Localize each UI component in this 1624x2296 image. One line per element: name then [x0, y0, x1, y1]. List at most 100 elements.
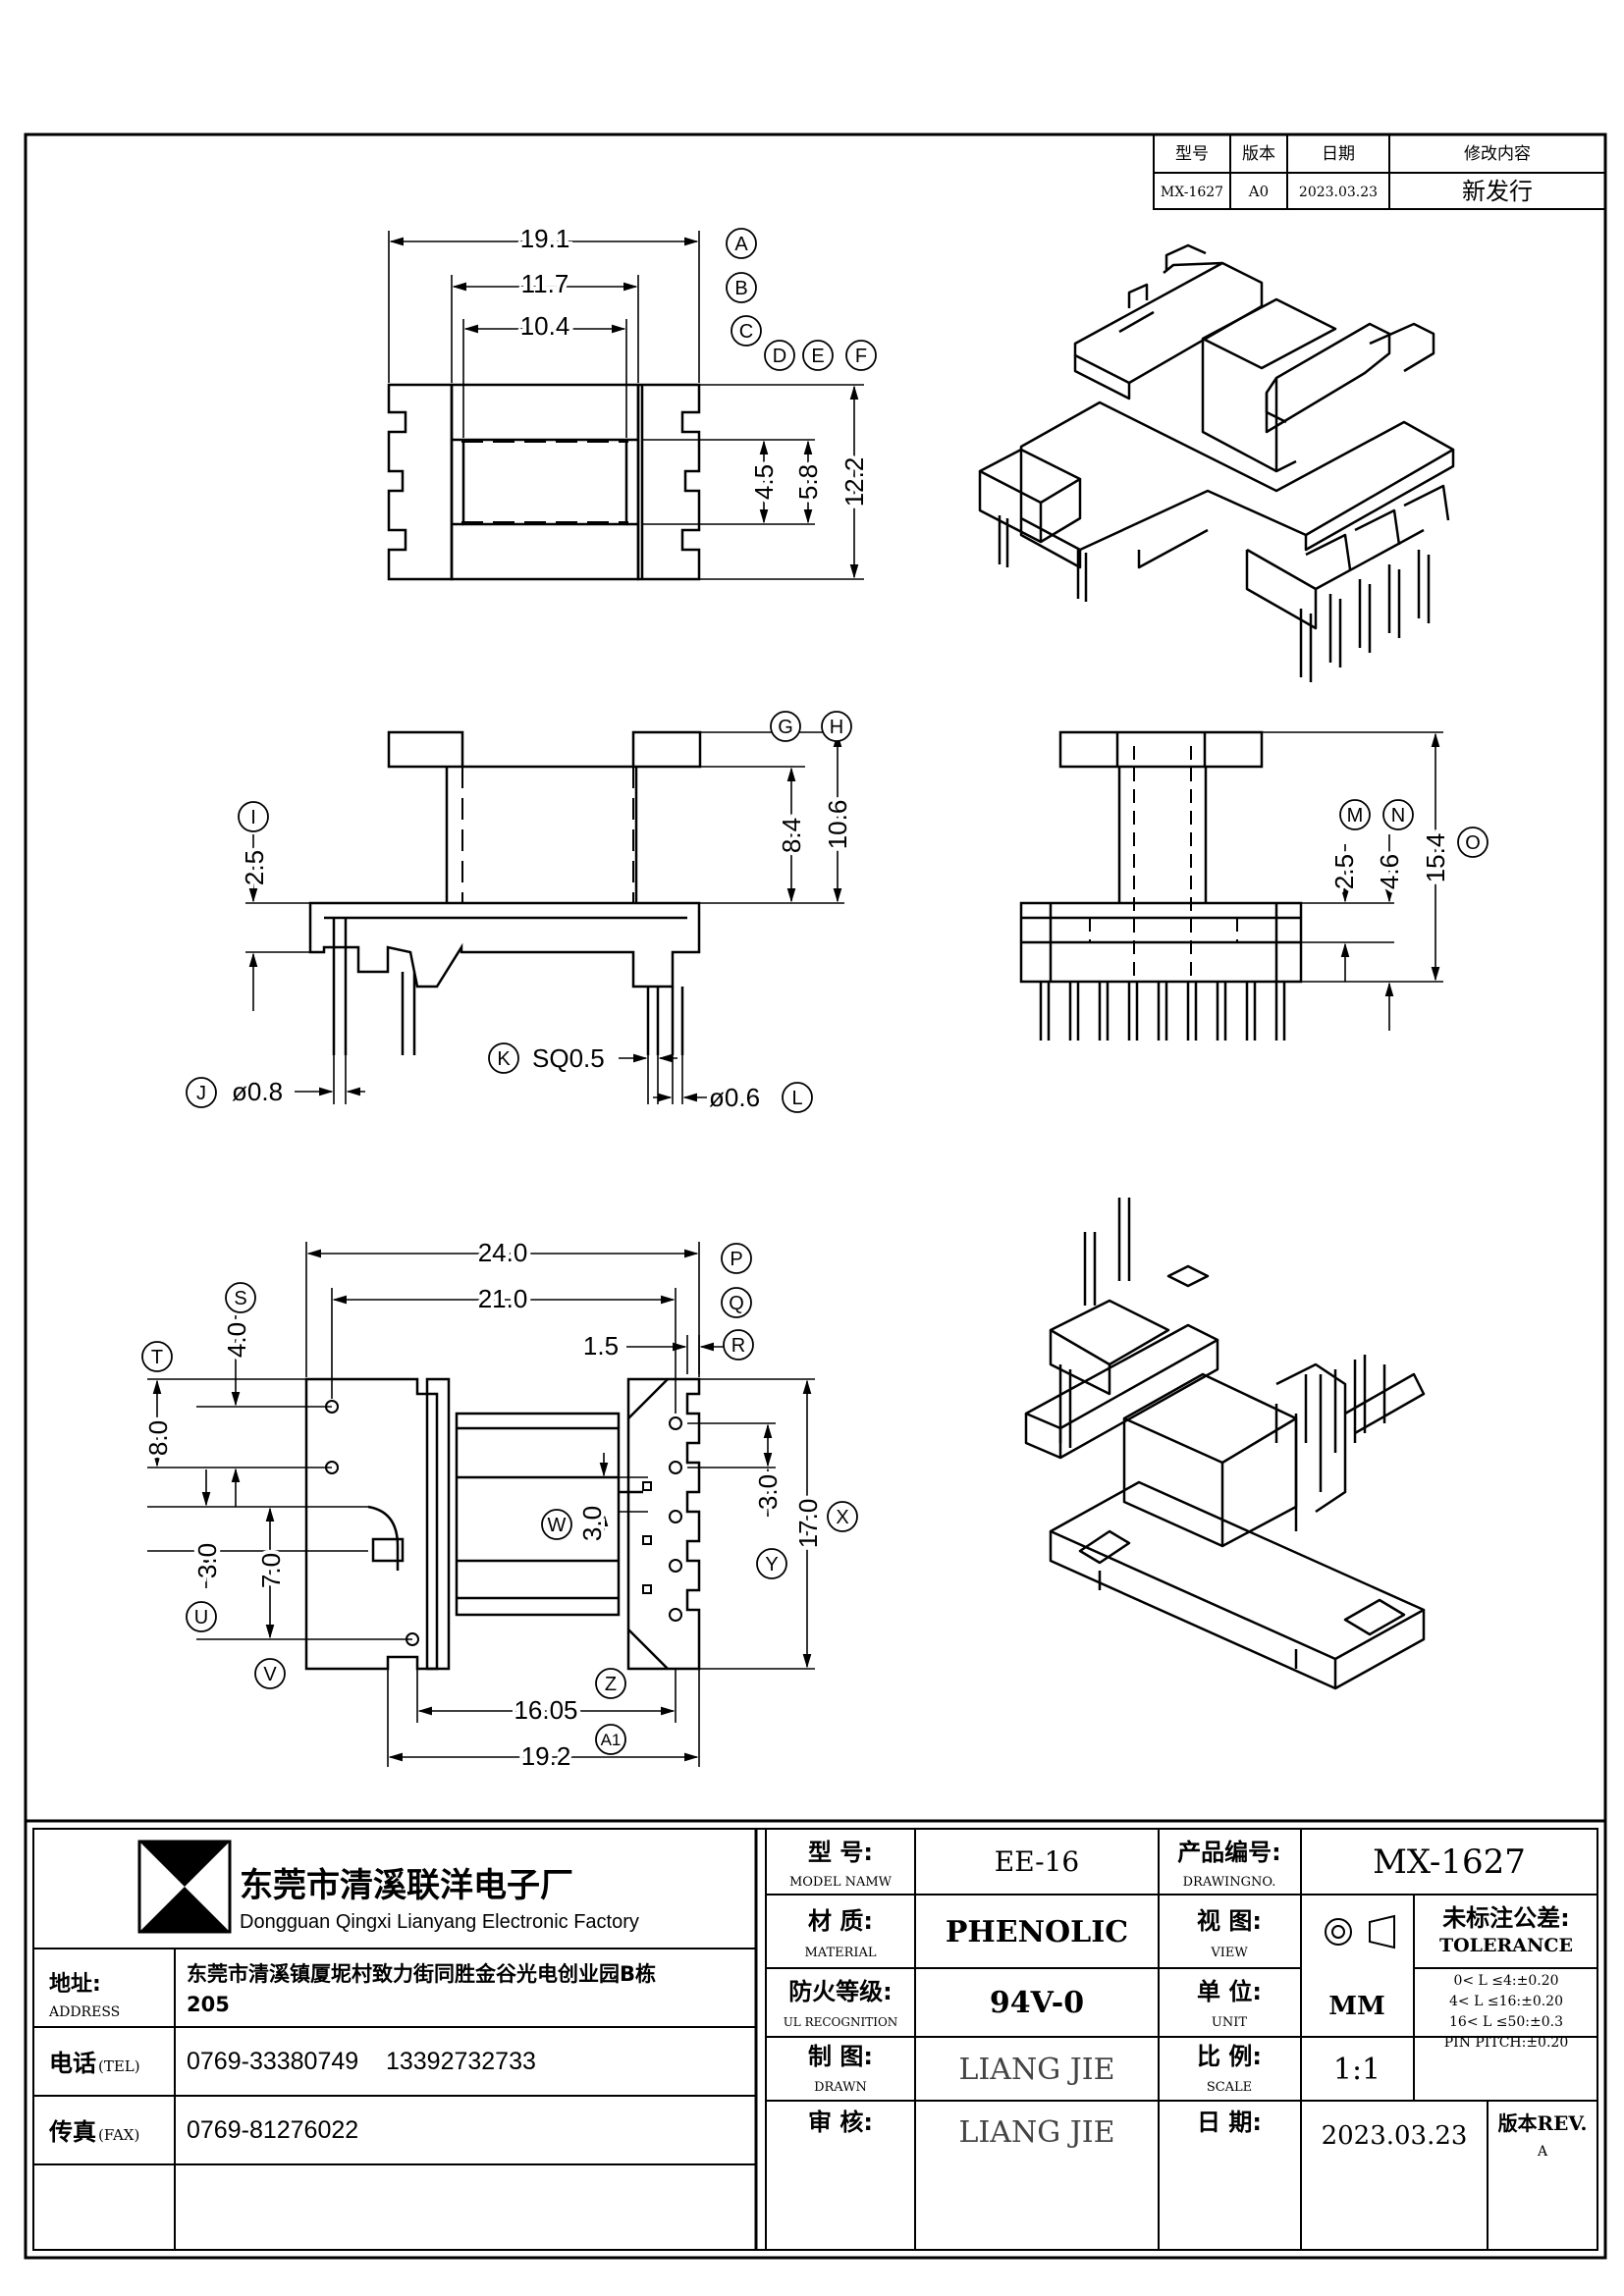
scale-label-en: SCALE	[1207, 2080, 1252, 2095]
front-view-dim-lines	[245, 731, 844, 1104]
dim-u-value: 3.0	[192, 1543, 222, 1578]
dim-z-value: 16.05	[514, 1695, 577, 1725]
sheet-border	[24, 133, 1607, 2260]
dim-g-value: 8.4	[777, 818, 806, 853]
top-view	[387, 383, 701, 581]
rev-header-model: 型号	[1175, 144, 1209, 164]
flame-label-en: UL RECOGNITION	[784, 2015, 898, 2029]
rev-header-content: 修改内容	[1464, 144, 1531, 164]
scale-label: 比 例:	[1197, 2043, 1262, 2070]
svg-text:V: V	[263, 1664, 277, 1685]
side-view-dim-lines	[1262, 731, 1443, 1031]
side-view-pins	[1039, 982, 1286, 1041]
drawing-no-value: MX-1627	[1373, 1842, 1526, 1882]
drawn-value: LIANG JIE	[959, 2053, 1115, 2087]
top-view-dim-texts: 19.1 11.7 10.4 4.5 5.8 12.2	[516, 220, 873, 510]
callout-s: S	[225, 1282, 256, 1313]
drawn-label-en: DRAWN	[814, 2080, 867, 2095]
dim-n-value: 4.6	[1375, 854, 1404, 889]
callout-c: C	[731, 315, 762, 347]
drawing-no-label-en: DRAWINGNO.	[1183, 1875, 1276, 1890]
bottom-view-dim-texts: 24.0 21.0 1.5 4.0 8.0 3.0 7.0 3.0 17.0 3…	[139, 1234, 827, 1775]
svg-text:H: H	[830, 717, 843, 738]
date-label: 日 期:	[1197, 2109, 1262, 2136]
tel-label: 电话	[49, 2050, 96, 2077]
side-view-hidden-lines	[1089, 746, 1238, 982]
tolerance-line-4: PIN PITCH:±0.20	[1444, 2035, 1568, 2051]
fax-label: 传真	[48, 2118, 96, 2146]
callout-f: F	[845, 340, 877, 371]
side-view-dim-texts: 2.5 4.6 15.4	[1326, 829, 1454, 893]
svg-text:M: M	[1347, 805, 1364, 827]
callout-a: A	[726, 228, 757, 259]
company-name-cn: 东莞市清溪联洋电子厂	[240, 1866, 573, 1905]
approved-value: LIANG JIE	[959, 2115, 1115, 2150]
dim-w-value: 3.0	[577, 1506, 607, 1541]
svg-text:Z: Z	[605, 1674, 617, 1695]
rev-version: A0	[1248, 183, 1269, 200]
svg-text:A1: A1	[601, 1731, 622, 1749]
dim-y-value: 3.0	[753, 1474, 783, 1510]
dim-s-value: 4.0	[222, 1322, 251, 1358]
side-view	[1019, 730, 1303, 984]
callout-i: I	[238, 801, 269, 832]
flame-label: 防火等级:	[788, 1978, 893, 2005]
dim-l-value: ø0.6	[709, 1083, 760, 1112]
callout-w: W	[541, 1509, 572, 1540]
company-logo	[137, 1840, 232, 1934]
isometric-view-top	[978, 243, 1455, 682]
dim-v-value: 7.0	[256, 1553, 286, 1588]
address-label-en: ADDRESS	[48, 2004, 120, 2020]
callout-v: V	[254, 1658, 286, 1689]
dim-c-value: 10.4	[520, 311, 570, 341]
svg-text:T: T	[151, 1347, 163, 1368]
svg-text:D: D	[773, 346, 786, 367]
dim-e-value: 5.8	[793, 464, 823, 500]
svg-text:F: F	[855, 346, 867, 367]
dim-j-value: ø0.8	[232, 1077, 283, 1106]
scale-value: 1:1	[1333, 2053, 1380, 2087]
callout-p: P	[721, 1243, 752, 1274]
svg-text:Y: Y	[765, 1554, 778, 1575]
top-view-hidden-lines	[461, 441, 628, 523]
callout-r: R	[723, 1329, 754, 1361]
callout-h: H	[821, 711, 852, 742]
svg-text:G: G	[778, 717, 793, 738]
dim-h-value: 10.6	[823, 800, 852, 850]
front-view-hidden-lines	[461, 767, 634, 903]
fax-label-en: (FAX)	[98, 2126, 139, 2144]
dim-r-value: 1.5	[583, 1331, 619, 1361]
svg-text:C: C	[739, 321, 753, 343]
callout-x: X	[827, 1501, 858, 1532]
company-name-en: Dongguan Qingxi Lianyang Electronic Fact…	[240, 1911, 639, 1933]
dim-a1-value: 19.2	[521, 1741, 571, 1771]
isometric-view-bottom	[1024, 1198, 1426, 1690]
rev-header-date: 日期	[1322, 144, 1355, 164]
tolerance-line-2: 4< L ≤16:±0.20	[1449, 1994, 1563, 2009]
view-label-en: VIEW	[1210, 1946, 1248, 1960]
drawing-no-label: 产品编号:	[1177, 1839, 1281, 1866]
address-value: 东莞市清溪镇厦坭村致力街同胜金谷光电创业园B栋	[187, 1962, 656, 1986]
dim-f-value: 12.2	[839, 457, 869, 507]
company-texts: 东莞市清溪联洋电子厂 Dongguan Qingxi Lianyang Elec…	[48, 1866, 656, 2146]
tel-value: 0769-33380749 13392732733	[187, 2048, 536, 2075]
callout-g: G	[770, 711, 801, 742]
dim-m-value: 2.5	[1329, 854, 1359, 889]
dim-d-value: 4.5	[749, 464, 779, 500]
svg-text:J: J	[196, 1083, 206, 1104]
title-block-grid	[24, 1819, 1607, 2260]
flame-value: 94V-0	[990, 1986, 1084, 2020]
callout-z: Z	[595, 1668, 626, 1699]
tolerance-label: 未标注公差:	[1442, 1904, 1570, 1932]
approved-label: 审 核:	[808, 2109, 873, 2136]
dim-i-value: 2.5	[240, 850, 269, 885]
svg-text:Q: Q	[729, 1293, 744, 1314]
svg-text:A: A	[734, 234, 748, 255]
callout-o: O	[1457, 827, 1489, 858]
tolerance-line-1: 0< L ≤4:±0.20	[1453, 1973, 1558, 1989]
front-view	[308, 730, 702, 1055]
dim-x-value: 17.0	[793, 1499, 823, 1549]
projection-symbol	[1325, 1914, 1395, 1949]
title-block-texts: 型 号: MODEL NAMW EE-16 产品编号: DRAWINGNO. M…	[784, 1839, 1588, 2160]
unit-label: 单 位:	[1197, 1978, 1262, 2005]
